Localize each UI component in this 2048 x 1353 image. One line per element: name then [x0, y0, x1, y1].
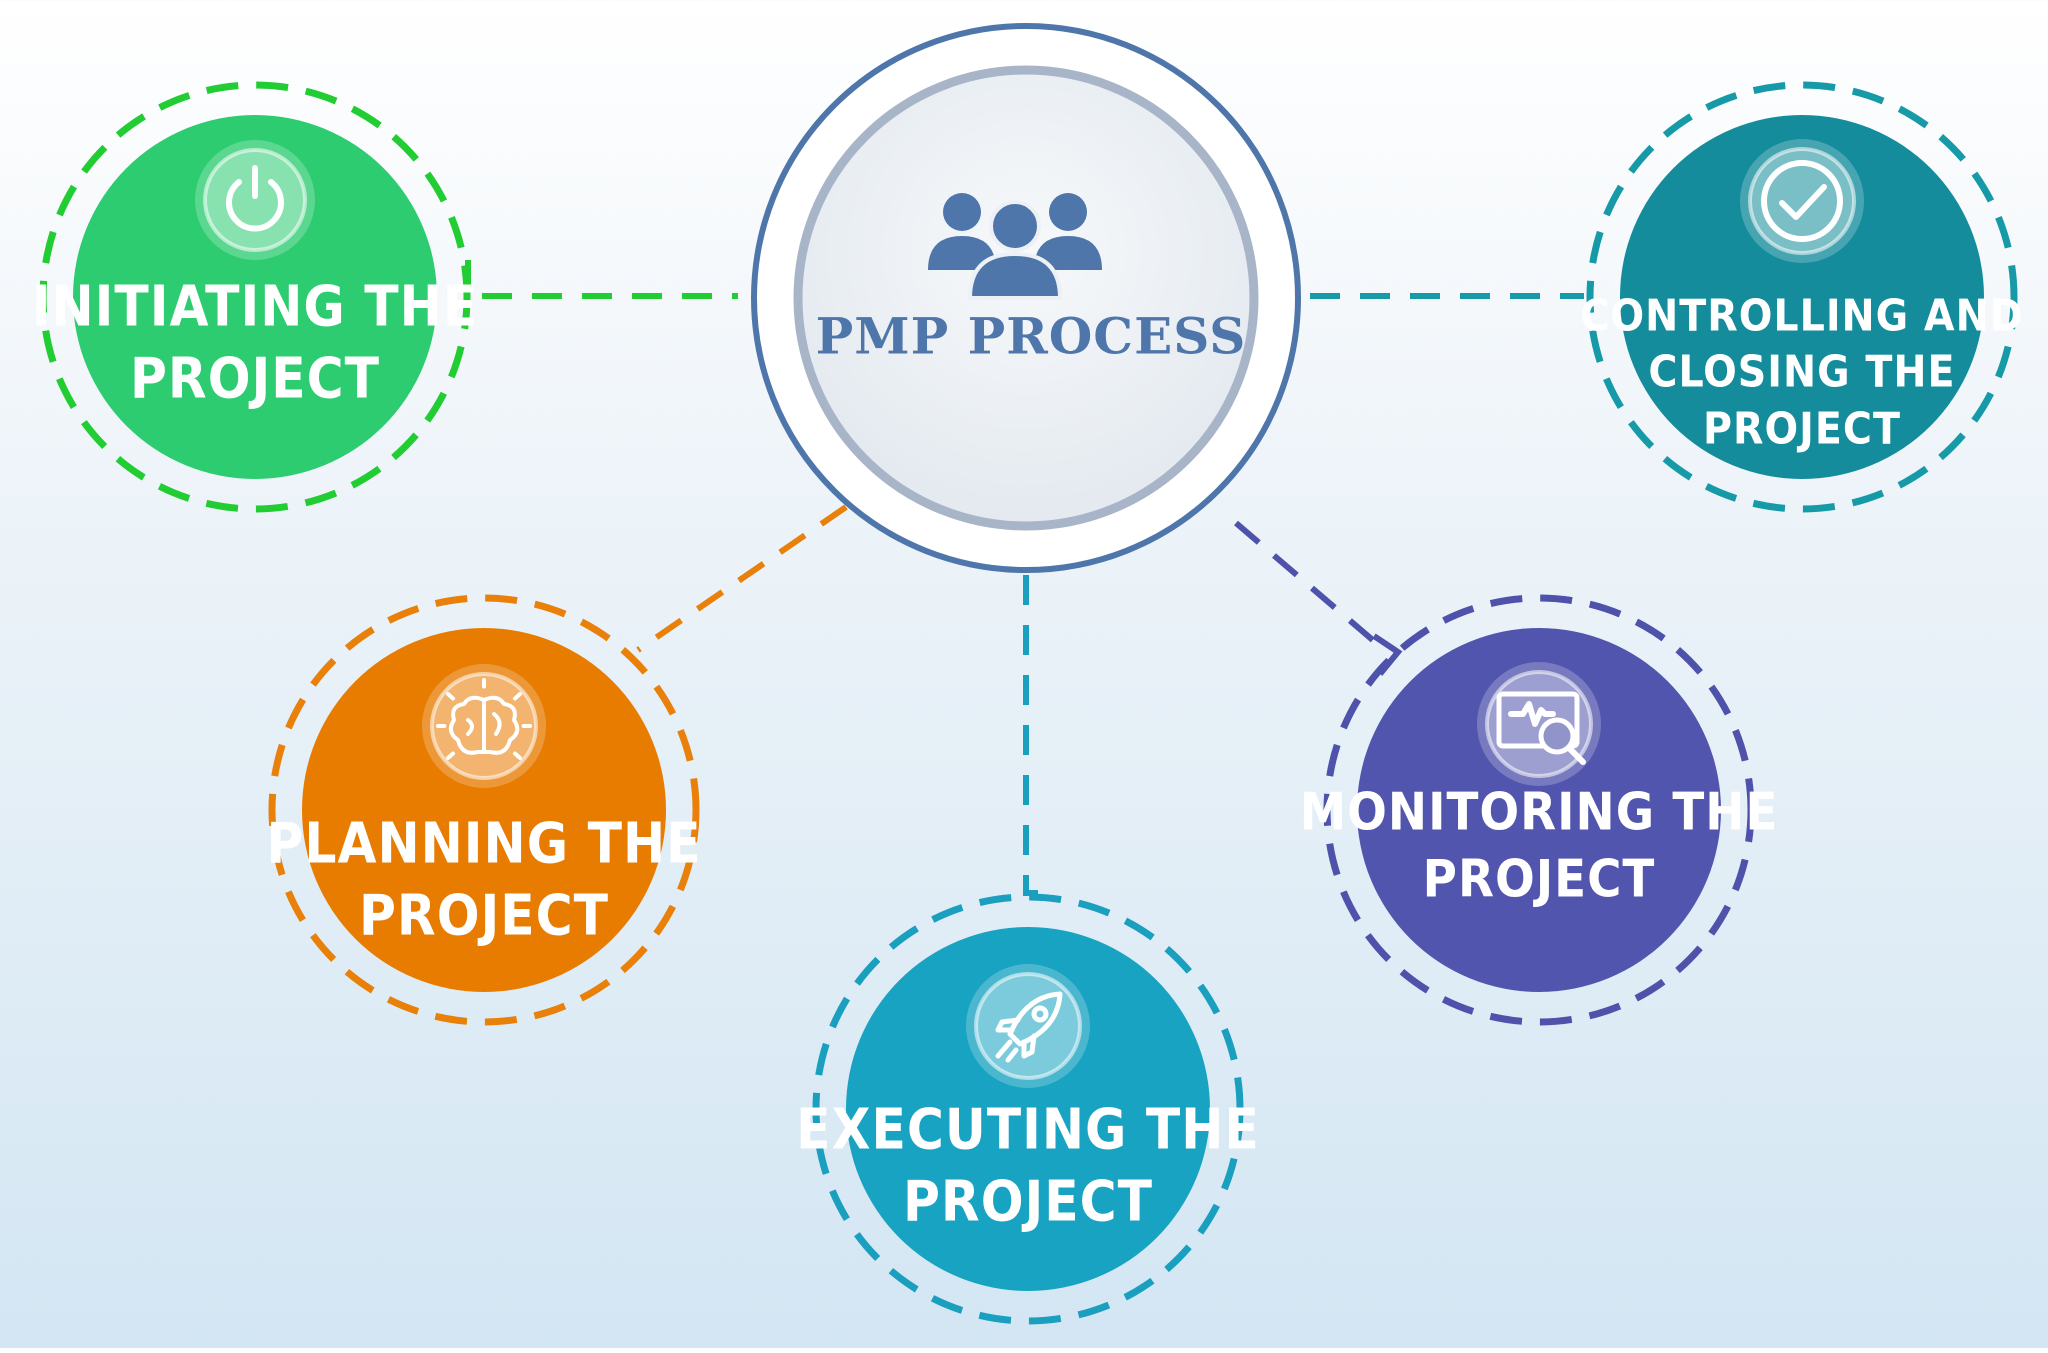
dashed-ring [1586, 81, 2018, 513]
dashed-ring [39, 81, 471, 513]
connector-executing [1023, 575, 1058, 896]
icon-badge [203, 148, 307, 252]
monitor-search-icon [1496, 691, 1586, 765]
dashed-ring [268, 594, 700, 1026]
stage-label-line2: PROJECT [129, 346, 381, 411]
power-icon [226, 165, 284, 232]
stage-circle [846, 927, 1210, 1291]
check-icon [1761, 160, 1843, 242]
stage-circle [1620, 115, 1984, 479]
stage-label-line2: CLOSING THE [1648, 346, 1956, 398]
stage-node-planning [268, 594, 700, 1026]
connector-planning [636, 504, 848, 653]
center-title: PMP PROCESS [815, 306, 1247, 366]
stage-label-line3: PROJECT [1703, 403, 1901, 455]
stage-circle [302, 628, 666, 992]
icon-halo [1740, 139, 1864, 263]
brain-icon [436, 678, 532, 760]
stage-node-monitoring [1323, 594, 1755, 1026]
dashed-ring [812, 893, 1244, 1325]
stage-label-line1: EXECUTING THE [796, 1097, 1260, 1163]
stage-circle [1357, 628, 1721, 992]
connector-initiating [465, 260, 738, 299]
team-icon [928, 193, 1102, 300]
dashed-ring [1323, 594, 1755, 1026]
stage-label-line1: INITIATING THE [31, 274, 479, 340]
stage-label-line2: PROJECT [902, 1169, 1154, 1234]
stage-node-initiating [39, 81, 471, 513]
icon-badge [974, 972, 1082, 1080]
rocket-icon [995, 991, 1063, 1063]
stage-label-line2: PROJECT [1422, 849, 1656, 909]
stage-node-controlling [1586, 81, 2018, 513]
stage-circle [73, 115, 437, 479]
center-node [751, 23, 1301, 573]
stage-label-line1: CONTROLLING AND [1580, 290, 2024, 342]
stage-label-line2: PROJECT [358, 883, 610, 948]
stage-label-line1: PLANNING THE [266, 811, 702, 877]
connector-monitoring [1234, 520, 1384, 651]
stage-node-executing [812, 893, 1244, 1325]
icon-halo [195, 140, 315, 260]
stage-label-line1: MONITORING THE [1299, 782, 1779, 843]
